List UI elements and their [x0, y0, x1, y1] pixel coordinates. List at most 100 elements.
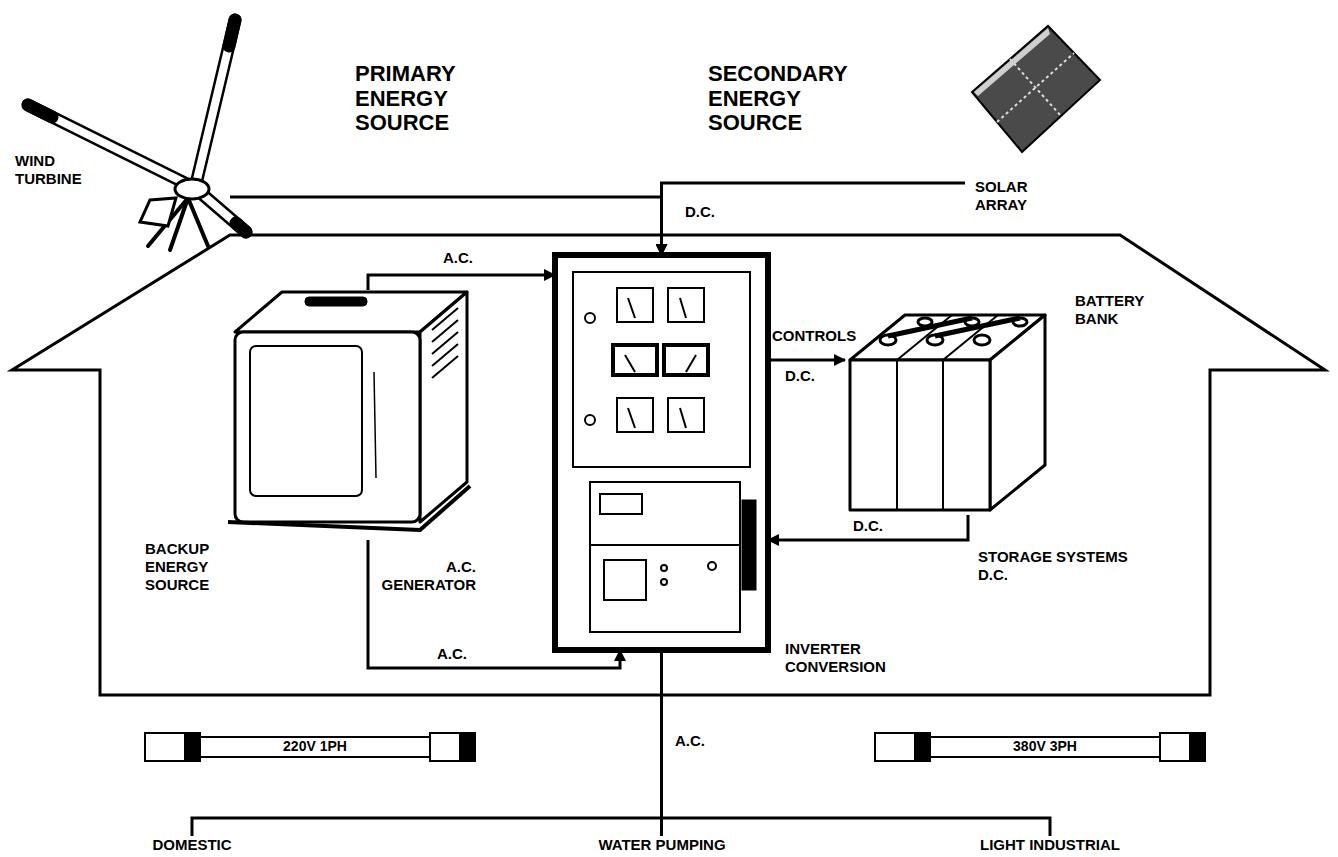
figure-label: BATTERY BANK	[1075, 292, 1170, 328]
load-label: LIGHT INDUSTRIAL	[976, 836, 1124, 854]
generator-figure-part	[305, 297, 367, 306]
generator-figure-part	[432, 356, 458, 378]
busbar-380-part	[875, 733, 915, 761]
voltage-label: 220V 1PH	[283, 739, 347, 755]
solar-array-figure-part	[1010, 59, 1061, 116]
load-label: DOMESTIC	[148, 836, 235, 854]
wind-turbine-figure-part	[195, 20, 235, 188]
wind-turbine-figure-part	[229, 20, 235, 46]
inverter-panel-figure-part	[617, 288, 653, 322]
busbar-380	[875, 733, 1205, 761]
generator-figure-part	[235, 332, 420, 522]
generator-figure-part	[432, 320, 458, 342]
inverter-panel-figure-part	[604, 560, 646, 600]
battery-bank-figure-part	[850, 360, 990, 510]
house-outline-part	[12, 235, 1325, 695]
house-outline	[12, 235, 1325, 695]
voltage-label: 380V 3PH	[1013, 739, 1077, 755]
solar-array: SOLAR ARRAY	[965, 25, 1100, 225]
power-connector	[662, 650, 1051, 836]
figure-label: INVERTER CONVERSION	[785, 640, 910, 676]
generator-figure-part	[432, 344, 458, 366]
figure-label: SOLAR ARRAY	[975, 178, 1055, 214]
busbar-380-part	[1190, 733, 1205, 761]
inverter-panel-figure-part	[742, 500, 756, 590]
wind-turbine-figure-part	[140, 198, 176, 226]
power-connector	[192, 650, 662, 836]
busbar-380-part	[915, 733, 930, 761]
figure-label: WIND TURBINE	[15, 152, 95, 188]
figure-label: STORAGE SYSTEMS D.C.	[978, 548, 1143, 584]
inverter-panel-figure-part	[661, 565, 667, 571]
inverter-panel-figure-part	[573, 272, 750, 467]
figure-label: A.C. GENERATOR	[372, 558, 476, 594]
inverter-panel: INVERTER CONVERSION	[555, 255, 768, 650]
wind-turbine: WIND TURBINE	[15, 10, 230, 250]
signal-label: CONTROLS	[772, 328, 856, 345]
inverter-panel-figure-part	[585, 313, 595, 323]
wind-turbine-figure-part	[236, 223, 246, 232]
inverter-panel-figure-part	[628, 408, 635, 428]
connector-label: D.C.	[682, 203, 718, 221]
generator-figure	[228, 292, 470, 530]
inverter-panel-figure-part	[590, 482, 740, 632]
connector-label: D.C.	[782, 367, 818, 385]
inverter-panel-figure-part	[668, 398, 704, 432]
busbar-380-part	[930, 737, 1160, 757]
inverter-panel-figure-part	[590, 544, 740, 546]
inverter-panel-figure-part	[668, 288, 704, 322]
busbar-220-part	[185, 733, 200, 761]
power-connector	[768, 359, 845, 362]
inverter-panel-figure-part	[555, 255, 768, 650]
solar-array-figure	[972, 26, 1100, 152]
inverter-panel-figure	[555, 255, 768, 650]
inverter-panel-figure-part	[600, 494, 642, 514]
battery-bank-figure-part	[974, 335, 990, 345]
solar-array-figure-part	[974, 28, 1050, 96]
wind-turbine-figure	[28, 20, 246, 250]
source-heading: PRIMARY ENERGY SOURCE	[355, 62, 490, 136]
wind-turbine-figure-part	[28, 105, 52, 117]
battery-bank-figure-part	[942, 360, 944, 510]
wind-turbine-figure-part	[175, 179, 209, 199]
battery-bank-figure-part	[896, 360, 898, 510]
connector-label: A.C.	[440, 249, 476, 267]
generator-figure-part	[420, 292, 467, 522]
power-connector	[662, 183, 966, 255]
busbar-220-part	[200, 737, 430, 757]
solar-array-figure-part	[972, 26, 1100, 152]
power-connector	[368, 540, 620, 668]
inverter-panel-figure-part	[680, 298, 686, 318]
battery-bank-figure-part	[990, 315, 1045, 510]
generator-figure-part	[432, 308, 458, 330]
inverter-panel-figure-part	[708, 562, 716, 570]
load-text: LIGHT INDUSTRIAL	[980, 836, 1120, 854]
power-connector	[230, 197, 662, 255]
battery-bank-figure	[850, 315, 1045, 510]
inverter-panel-figure-part	[628, 298, 635, 318]
inverter-panel-figure-part	[585, 415, 595, 425]
inverter-panel-figure-part	[661, 579, 667, 585]
wind-turbine-figure-part	[195, 20, 235, 188]
inverter-panel-figure-part	[613, 345, 657, 375]
busbar-220-part	[145, 733, 185, 761]
busbar-220-part	[430, 733, 460, 761]
load-text: DOMESTIC	[152, 836, 231, 854]
generator-figure-part	[432, 332, 458, 354]
source-heading: SECONDARY ENERGY SOURCE	[708, 62, 878, 136]
inverter-panel-figure-part	[680, 408, 686, 428]
load-label: WATER PUMPING	[594, 836, 729, 854]
power-connector	[368, 275, 555, 290]
power-connector	[768, 515, 968, 540]
figure-label: BACKUP ENERGY SOURCE	[145, 540, 225, 594]
battery-bank-figure-part	[935, 318, 1020, 336]
connector-label: D.C.	[850, 517, 886, 535]
generator-figure-part	[374, 372, 376, 478]
connector-label: A.C.	[434, 645, 470, 663]
inverter-panel-figure-part	[664, 345, 708, 375]
generator: BACKUP ENERGY SOURCEA.C. GENERATOR	[225, 290, 475, 540]
inverter-panel-figure-part	[617, 398, 653, 432]
generator-figure-part	[250, 346, 362, 496]
